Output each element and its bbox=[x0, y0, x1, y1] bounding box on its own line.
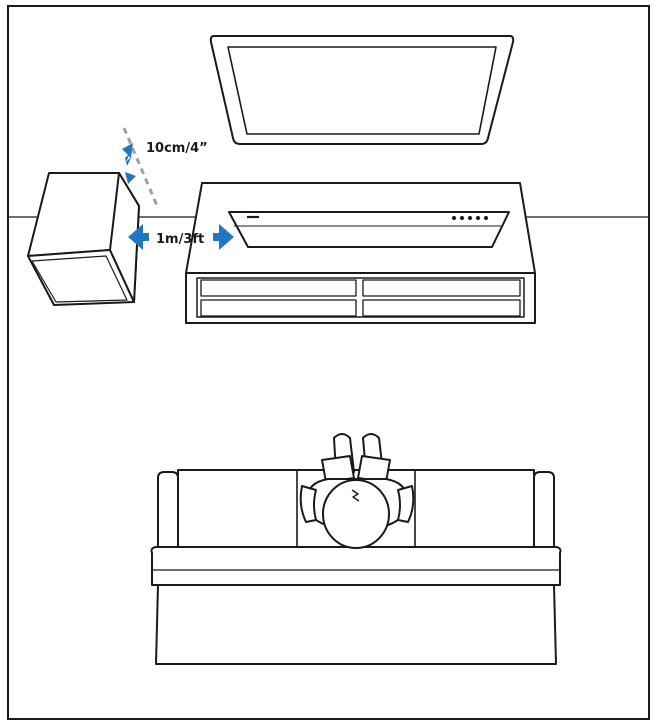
subwoofer-side bbox=[109, 172, 140, 303]
person-arm-right bbox=[397, 485, 415, 523]
tv-cabinet bbox=[185, 182, 536, 324]
cabinet-drawer-top-right bbox=[362, 279, 521, 297]
soundbar-button bbox=[452, 216, 456, 220]
wall-distance-arrow bbox=[122, 143, 136, 184]
sofa-seat bbox=[150, 546, 562, 586]
arrow-head-left bbox=[128, 224, 143, 250]
sofa-front bbox=[155, 584, 557, 665]
person-face-mark bbox=[351, 489, 360, 502]
person bbox=[299, 433, 415, 549]
side-distance-arrow bbox=[128, 224, 234, 250]
sofa bbox=[150, 469, 562, 665]
subwoofer bbox=[27, 172, 140, 306]
cabinet-drawer-bottom-right bbox=[362, 299, 521, 317]
soundbar-button bbox=[460, 216, 464, 220]
soundbar-body bbox=[228, 211, 510, 248]
cabinet-drawer-top-left bbox=[200, 279, 357, 297]
soundbar-button bbox=[476, 216, 480, 220]
sofa-arm-left bbox=[157, 471, 179, 549]
arrow-shaft bbox=[213, 233, 219, 241]
tv-screen bbox=[227, 46, 497, 135]
soundbar-button bbox=[468, 216, 472, 220]
sofa-arm-right bbox=[533, 471, 555, 549]
arrow-head-right bbox=[219, 224, 234, 250]
wall-distance-guide bbox=[122, 127, 160, 209]
tv bbox=[209, 35, 515, 145]
person-arm-left bbox=[299, 485, 317, 523]
side-distance-label: 1m/3ft bbox=[156, 232, 204, 247]
cabinet-drawer-bottom-left bbox=[200, 299, 357, 317]
soundbar bbox=[228, 211, 510, 248]
person-head bbox=[322, 479, 390, 549]
wall-distance-label: 10cm/4” bbox=[146, 141, 208, 156]
subwoofer-base bbox=[31, 255, 128, 303]
soundbar-button bbox=[484, 216, 488, 220]
soundbar-buttons bbox=[452, 216, 488, 220]
arrow-shaft bbox=[143, 233, 149, 241]
